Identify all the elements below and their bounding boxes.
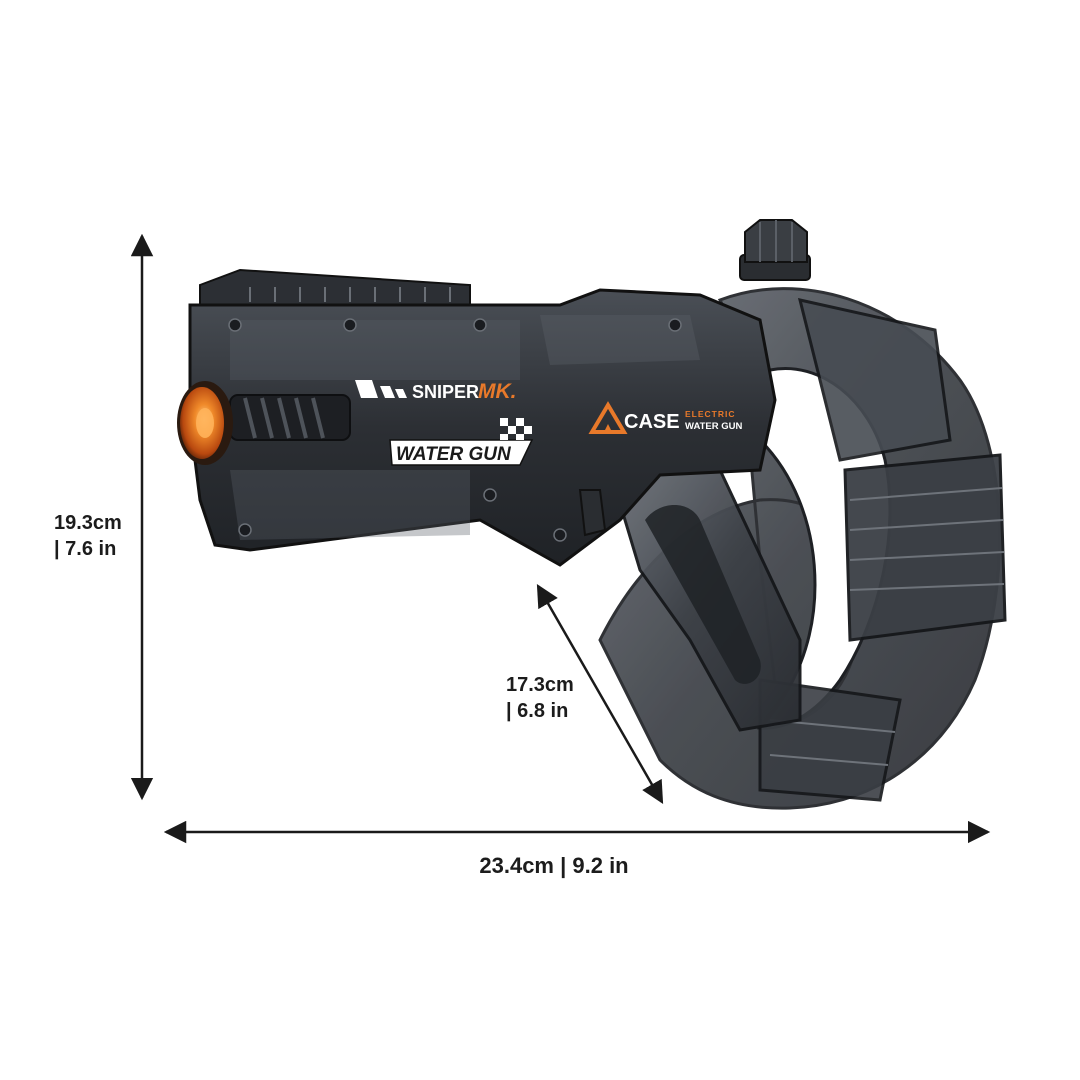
decal-sniper-text: SNIPER	[412, 382, 479, 402]
brand-triangle-icon	[588, 401, 628, 434]
checkered-flag-icon	[500, 418, 532, 440]
fill-cap	[739, 219, 811, 281]
brand-logo: CASE ELECTRIC WATER GUN	[588, 401, 742, 434]
width-dimension-label: 23.4cm | 9.2 in	[479, 853, 629, 878]
decal-mk-text: MK.	[478, 380, 517, 403]
brand-name-text: CASE	[624, 411, 680, 433]
diagonal-arrow-icon	[536, 584, 664, 804]
brand-water-gun-text: WATER GUN	[685, 421, 742, 432]
height-imperial: | 7.6 in	[54, 538, 117, 560]
drum-magazine	[598, 287, 1007, 810]
muzzle-light	[177, 381, 233, 465]
decal-sniper: SNIPER MK.	[355, 380, 517, 403]
water-gun-image: SNIPER MK. WATER GUN CASE ELECTRIC WATER…	[177, 219, 1007, 810]
gun-body	[188, 268, 777, 567]
depth-dimension-label: 17.3cm | 6.8 in	[506, 672, 574, 724]
decal-water-gun: WATER GUN	[389, 418, 534, 466]
brand-electric-text: ELECTRIC	[685, 409, 736, 419]
height-dimension-label: 19.3cm | 7.6 in	[54, 510, 122, 562]
height-metric: 19.3cm	[54, 512, 122, 534]
depth-imperial: | 6.8 in	[506, 700, 569, 722]
decal-water-gun-text: WATER GUN	[396, 444, 512, 465]
depth-metric: 17.3cm	[506, 674, 574, 696]
grip	[607, 468, 802, 732]
